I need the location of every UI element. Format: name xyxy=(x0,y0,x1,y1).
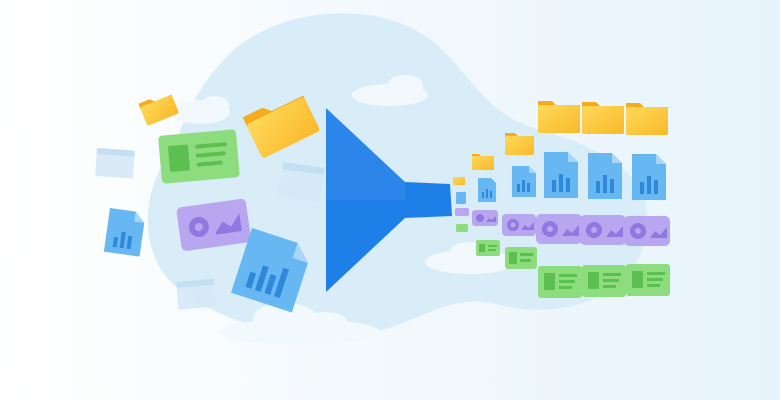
folder-icon xyxy=(453,177,465,185)
analytics-card-icon xyxy=(624,216,670,246)
folder-icon xyxy=(242,95,320,158)
form-card-icon xyxy=(456,224,468,232)
folder-icon xyxy=(138,94,179,126)
document-chart-icon xyxy=(103,208,145,257)
cloud-bottom xyxy=(220,303,380,345)
form-card-icon xyxy=(158,129,240,184)
form-card-icon xyxy=(626,264,670,296)
cloud-top xyxy=(352,75,428,106)
folder-icon xyxy=(582,102,624,134)
document-chart-icon xyxy=(478,178,496,202)
document-chart-icon xyxy=(456,192,466,204)
analytics-card-icon xyxy=(472,210,498,226)
folder-icon xyxy=(626,103,668,135)
form-card-icon xyxy=(505,247,537,269)
document-chart-icon xyxy=(632,154,666,200)
analytics-card-icon xyxy=(580,215,626,245)
analytics-card-icon xyxy=(536,214,582,244)
analytics-card-icon xyxy=(176,198,251,251)
folder-icon xyxy=(505,133,534,155)
window-icon xyxy=(278,162,325,202)
folder-icon xyxy=(472,154,494,170)
window-icon xyxy=(95,148,135,179)
cloud-left xyxy=(170,96,230,124)
document-chart-icon xyxy=(588,153,622,199)
document-chart-icon xyxy=(512,166,536,197)
form-card-icon xyxy=(476,240,500,256)
window-icon xyxy=(176,278,217,310)
form-card-icon xyxy=(582,265,626,297)
analytics-card-icon xyxy=(455,208,469,216)
document-chart-icon xyxy=(230,228,308,313)
form-card-icon xyxy=(538,266,582,298)
funnel-icon xyxy=(326,108,452,292)
document-chart-icon xyxy=(544,152,578,198)
analytics-card-icon xyxy=(502,214,536,236)
folder-icon xyxy=(538,101,580,133)
